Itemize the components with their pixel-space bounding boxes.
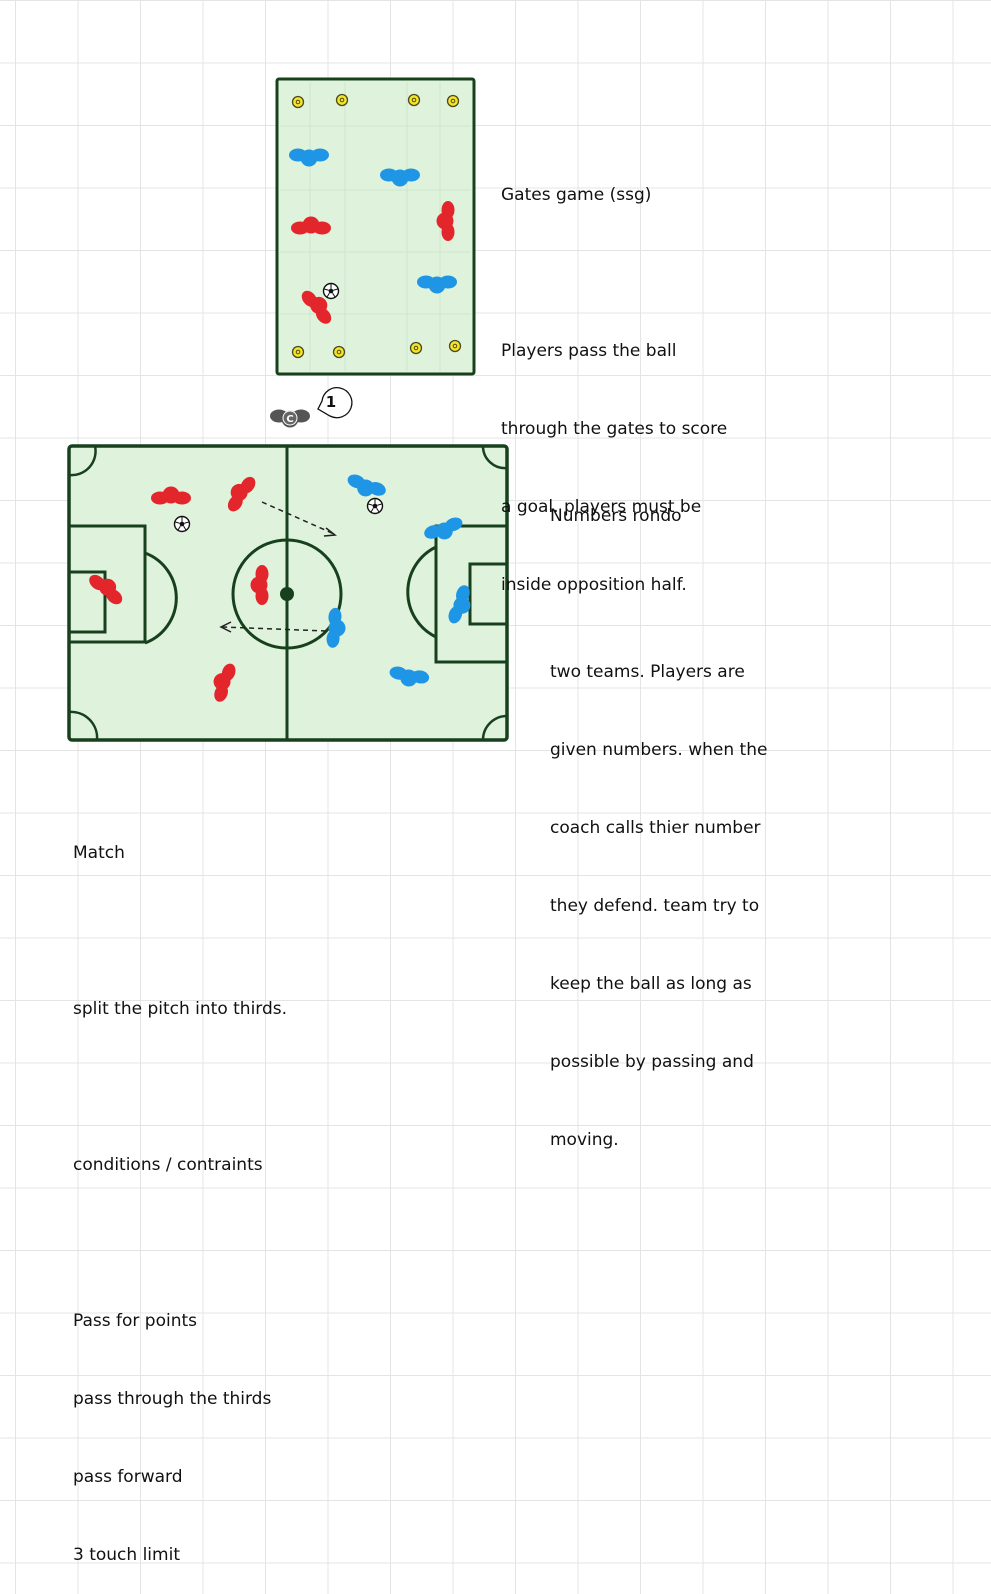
gates-game-line: through the gates to score (501, 419, 728, 439)
match-title: Match (73, 843, 125, 863)
coach: C (270, 409, 310, 428)
gates-game-line: inside opposition half. (501, 575, 687, 595)
constraint-item: pass through the thirds (73, 1389, 272, 1409)
coach-callout: 1 (317, 387, 353, 419)
rondo-line: coach calls thier number (550, 818, 761, 838)
match-line: split the pitch into thirds. (73, 999, 288, 1019)
cone-marker (448, 339, 462, 353)
match-notes: Match split the pitch into thirds. condi… (73, 788, 287, 1594)
rondo-line: two teams. Players are (550, 662, 745, 682)
rondo-notes: Numbers rondo two teams. Players are giv… (550, 451, 767, 1179)
rondo-line: keep the ball as long as (550, 974, 752, 994)
rondo-pitch (67, 444, 509, 742)
ball-icon (322, 282, 340, 300)
constraint-item: Pass for points (73, 1311, 198, 1331)
spacer (73, 1230, 287, 1256)
spacer (73, 1074, 287, 1100)
rondo-line: moving. (550, 1130, 619, 1150)
spacer (550, 581, 767, 607)
gates-game-title: Gates game (ssg) (501, 185, 652, 205)
ball-icon (173, 515, 191, 533)
cone-marker (291, 345, 305, 359)
rondo-title: Numbers rondo (550, 506, 682, 526)
rondo-line: given numbers. when the (550, 740, 768, 760)
cone-marker (291, 95, 305, 109)
rondo-line: they defend. team try to (550, 896, 760, 916)
rondo-line: possible by passing and (550, 1052, 754, 1072)
cone-marker (409, 341, 423, 355)
session-board: C 1 (67, 77, 509, 742)
gates-game-notes: Gates game (ssg) Players pass the ball t… (501, 130, 727, 624)
pass-arrow (222, 626, 327, 632)
spacer (73, 918, 287, 944)
constraint-item: 3 touch limit (73, 1545, 180, 1565)
gates-game-line: Players pass the ball (501, 341, 677, 361)
cone-marker (446, 94, 460, 108)
pass-arrows (219, 501, 337, 633)
spacer (501, 260, 727, 286)
ball-icon (366, 497, 384, 515)
cone-marker (407, 93, 421, 107)
gates-game-line: a goal. players must be (501, 497, 702, 517)
match-line: conditions / contraints (73, 1155, 263, 1175)
constraint-item: pass forward (73, 1467, 183, 1487)
pass-arrow (261, 501, 335, 535)
cone-marker (335, 93, 349, 107)
cone-marker (332, 345, 346, 359)
callout-number: 1 (326, 393, 336, 411)
coach-badge: C (286, 414, 293, 425)
